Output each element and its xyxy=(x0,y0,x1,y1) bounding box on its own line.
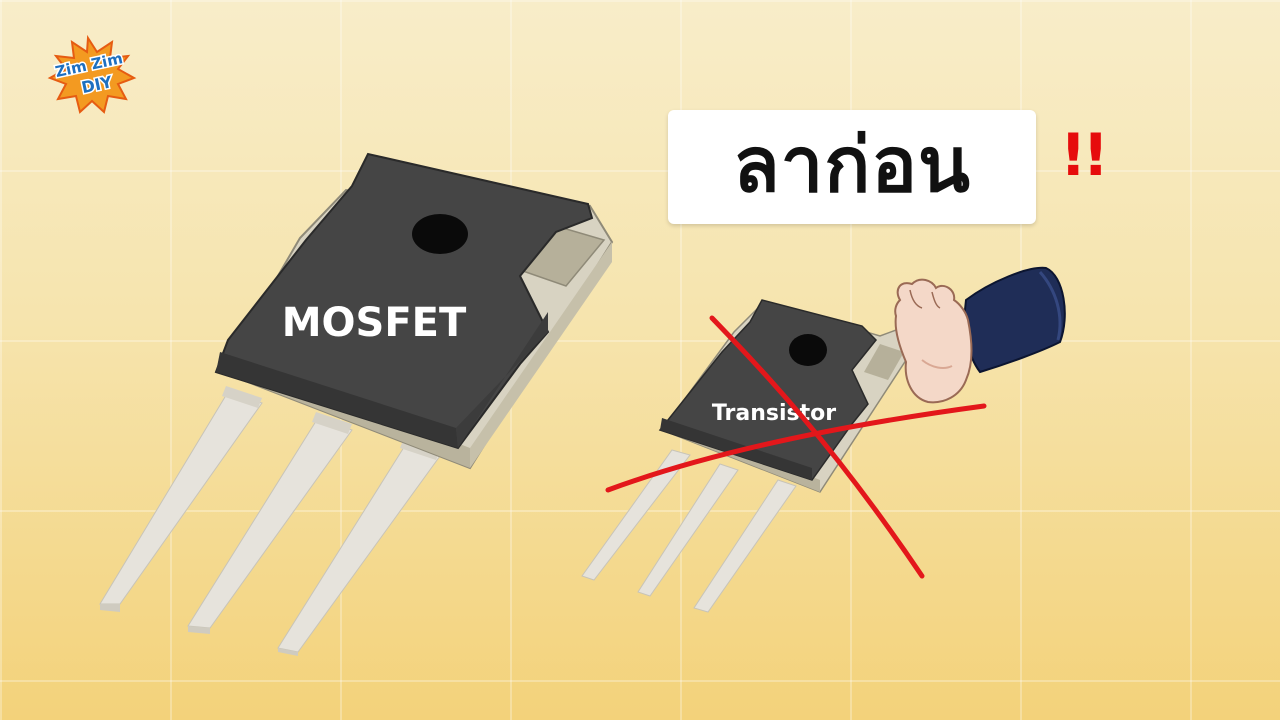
headline-box: ลาก่อน xyxy=(668,110,1036,224)
headline-text: ลาก่อน xyxy=(733,120,971,209)
red-x-cross-icon xyxy=(605,315,987,579)
starburst-logo-icon: Zim Zim DIY xyxy=(47,34,137,114)
kicking-foot-icon xyxy=(894,266,1066,404)
transistor-component xyxy=(581,299,911,613)
mosfet-legs xyxy=(99,386,441,656)
mosfet-component xyxy=(99,152,614,656)
mosfet-label: MOSFET xyxy=(282,300,467,346)
headline-exclaim: !! xyxy=(1060,121,1109,189)
transistor-label: Transistor xyxy=(712,401,836,426)
